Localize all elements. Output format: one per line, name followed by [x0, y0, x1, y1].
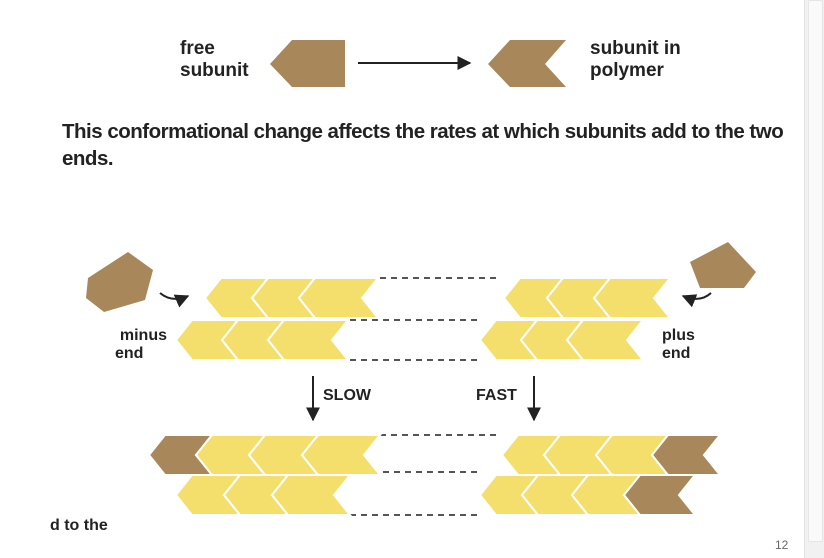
free-subunit-label: free subunit	[180, 38, 249, 82]
polymerization-diagram	[86, 40, 756, 516]
page-number: 12	[775, 538, 789, 552]
subunit-in-polymer-label-line2: polymer	[590, 59, 664, 81]
scrollbar-thumb[interactable]	[808, 0, 823, 542]
free-subunit-minus-end	[86, 252, 153, 312]
free-subunit-label-line1: free	[180, 38, 215, 59]
subunit-in-polymer-label-line1: subunit in	[590, 38, 681, 59]
minus-end-arrow	[159, 292, 190, 308]
upper-polymer-top-row	[203, 277, 673, 319]
gap-dashes	[350, 277, 500, 516]
plus-end-label: plus end	[662, 327, 695, 364]
cut-off-text: d to the	[50, 517, 108, 534]
vertical-scrollbar[interactable]	[804, 0, 824, 558]
slow-label: SLOW	[323, 387, 371, 404]
upper-polymer-bottom-row	[174, 319, 646, 361]
polymer-subunit-shape	[488, 40, 566, 87]
minus-end-label-line1: minus	[119, 327, 167, 344]
minus-end-label-line2: end	[115, 345, 144, 363]
explanation-sentence: This conformational change affects the r…	[62, 120, 784, 171]
plus-end-arrow	[681, 292, 712, 308]
lower-polymer-top-row	[147, 434, 723, 476]
subunit-in-polymer-label: subunit in polymer	[590, 38, 681, 82]
free-subunit-shape	[270, 40, 345, 87]
plus-end-label-line2: end	[662, 345, 691, 363]
lower-polymer-bottom-row	[174, 474, 698, 516]
free-subunit-label-line2: subunit	[180, 59, 249, 81]
plus-end-label-line1: plus	[662, 327, 695, 344]
minus-end-label: minus end	[115, 327, 167, 364]
free-subunit-plus-end	[690, 242, 756, 288]
fast-label: FAST	[476, 387, 517, 404]
